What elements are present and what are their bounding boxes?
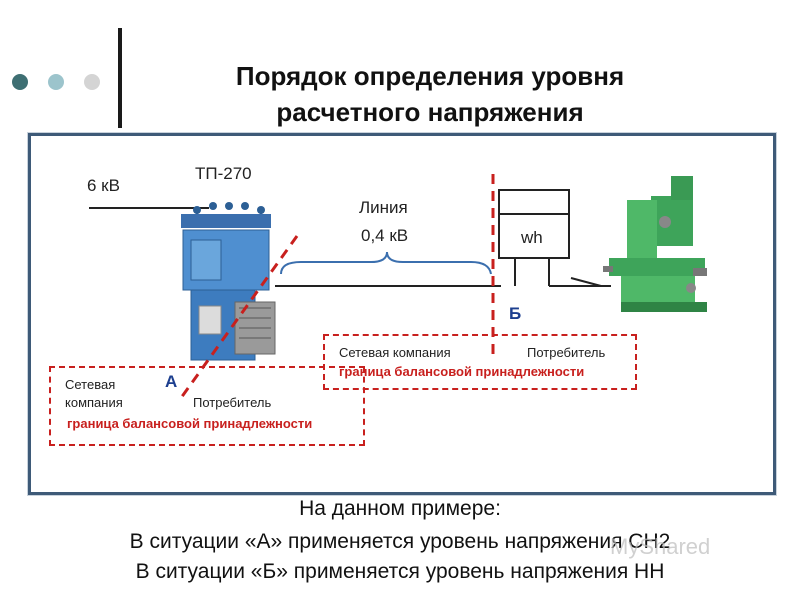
footer-line-3: В ситуации «Б» применяется уровень напря… (135, 560, 665, 583)
box-a-network-line2: компания (65, 395, 123, 410)
boundary-box-a (49, 366, 365, 446)
substation-label: ТП-270 (195, 164, 252, 183)
meter-label: wh (521, 228, 543, 247)
point-b-label: Б (509, 304, 522, 323)
box-a-network-line1: Сетевая (65, 377, 116, 392)
boundary-box-b (323, 334, 637, 390)
box-a-consumer: Потребитель (193, 395, 272, 410)
line-label-1: Линия (359, 198, 408, 217)
box-b-network-company: Сетевая компания (339, 345, 451, 360)
page-title: Порядок определения уровня расчетного на… (150, 58, 710, 130)
box-b-boundary: граница балансовой принадлежности (339, 364, 585, 379)
title-line-2: расчетного напряжения (276, 97, 584, 127)
title-line-1: Порядок определения уровня (235, 61, 625, 91)
decor-dot-1 (12, 74, 28, 90)
point-a-label: А (165, 372, 178, 391)
diagram-drawing (89, 174, 707, 399)
box-b-consumer: Потребитель (527, 345, 606, 360)
voltage-6kv-label: 6 кВ (87, 176, 120, 195)
switch-line (570, 277, 602, 287)
diagram-frame: 6 кВ ТП-270 Линия 0,4 кВ wh Б А Сетевая … (28, 133, 776, 495)
transformer-icon (181, 202, 276, 361)
watermark: MyShared (610, 534, 711, 559)
decor-dot-2 (48, 74, 64, 90)
meter-icon (498, 189, 611, 287)
decor-dot-3 (84, 74, 100, 90)
footer-line-1: На данном примере: (299, 497, 501, 520)
line-brace (280, 251, 492, 275)
decor-vertical-bar (118, 28, 122, 128)
footer-line-2: В ситуации «А» применяется уровень напря… (129, 530, 671, 553)
milling-machine-icon (603, 176, 707, 312)
box-a-boundary: граница балансовой принадлежности (67, 416, 313, 431)
line-label-2: 0,4 кВ (361, 226, 409, 245)
